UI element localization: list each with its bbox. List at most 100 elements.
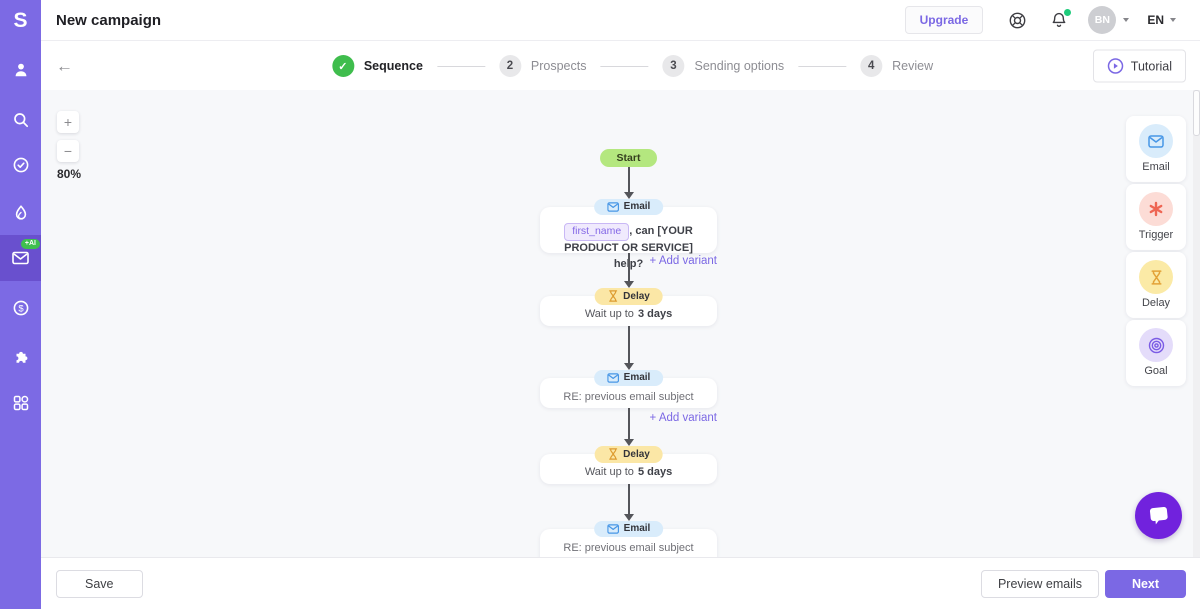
zoom-level: 80% bbox=[57, 167, 82, 181]
email-node-2[interactable]: Email RE: previous email subject bbox=[540, 370, 717, 408]
envelope-icon bbox=[606, 372, 619, 383]
search-icon bbox=[13, 113, 28, 128]
chat-widget-button[interactable] bbox=[1135, 492, 1182, 539]
palette-trigger[interactable]: Trigger bbox=[1126, 184, 1186, 250]
sidebar-item-profile[interactable] bbox=[0, 47, 41, 93]
step-label: Review bbox=[892, 59, 934, 73]
life-buoy-icon bbox=[1009, 12, 1026, 28]
bell-icon bbox=[1052, 12, 1066, 27]
check-circle-icon bbox=[13, 157, 28, 173]
variable-tag[interactable]: first_name bbox=[564, 223, 630, 242]
language-label: EN bbox=[1147, 13, 1164, 27]
chevron-down-icon bbox=[1170, 18, 1176, 22]
connector-arrow bbox=[623, 408, 634, 446]
help-button[interactable] bbox=[1008, 11, 1027, 30]
chat-bubble-icon bbox=[1149, 506, 1168, 524]
next-button[interactable]: Next bbox=[1105, 570, 1186, 598]
hourglass-icon bbox=[608, 448, 617, 460]
zoom-out-button[interactable]: − bbox=[57, 140, 79, 162]
email-node-1[interactable]: Email first_name, can [YOUR PRODUCT OR S… bbox=[540, 199, 717, 270]
email-node-3[interactable]: Email RE: previous email subject bbox=[540, 521, 717, 557]
hourglass-icon bbox=[608, 290, 617, 302]
wizard-steps: ✓ Sequence 2 Prospects 3 Sending options… bbox=[331, 55, 933, 77]
email-campaigns-icon bbox=[12, 251, 29, 265]
palette-trigger-circle bbox=[1139, 192, 1173, 226]
palette-goal-circle bbox=[1139, 328, 1173, 362]
step-label: Prospects bbox=[530, 59, 587, 73]
sidebar-item-campaigns[interactable]: +AI bbox=[0, 235, 41, 281]
envelope-icon bbox=[1148, 134, 1164, 148]
tutorial-button[interactable]: Tutorial bbox=[1092, 49, 1186, 83]
email-subject: RE: previous email subject bbox=[563, 542, 694, 554]
sidebar-item-integrations[interactable] bbox=[0, 333, 41, 379]
target-icon bbox=[1148, 337, 1164, 353]
apps-grid-icon bbox=[13, 395, 28, 411]
canvas-scrollbar-thumb[interactable] bbox=[1193, 90, 1200, 136]
envelope-icon bbox=[606, 523, 619, 534]
sequence-canvas[interactable]: + − 80% Start Email first_name, can [YOU… bbox=[41, 90, 1200, 557]
icon-sidebar: S +AI bbox=[0, 0, 41, 609]
language-selector[interactable]: EN bbox=[1147, 13, 1176, 27]
zoom-in-button[interactable]: + bbox=[57, 111, 79, 133]
sidebar-item-apps[interactable] bbox=[0, 380, 41, 426]
email-node-pill: Email bbox=[593, 521, 664, 537]
start-node[interactable]: Start bbox=[599, 149, 658, 167]
connector-arrow bbox=[623, 167, 634, 199]
chevron-down-icon bbox=[1123, 18, 1130, 22]
upgrade-button[interactable]: Upgrade bbox=[904, 6, 984, 34]
node-pill-label: Delay bbox=[623, 448, 650, 460]
sidebar-item-verify[interactable] bbox=[0, 142, 41, 188]
email-node-pill: Email bbox=[593, 199, 664, 215]
top-bar: New campaign Upgrade bbox=[41, 0, 1200, 41]
delay-prefix: Wait up to bbox=[584, 466, 634, 478]
node-pill-label: Email bbox=[623, 201, 651, 212]
ai-badge: +AI bbox=[20, 239, 40, 249]
palette-email[interactable]: Email bbox=[1126, 116, 1186, 182]
dollar-circle-icon: $ bbox=[13, 300, 28, 316]
zoom-controls: + − bbox=[57, 111, 79, 162]
preview-emails-button[interactable]: Preview emails bbox=[980, 570, 1099, 598]
palette-goal[interactable]: Goal bbox=[1126, 320, 1186, 386]
node-pill-label: Delay bbox=[623, 290, 650, 302]
sidebar-item-billing[interactable]: $ bbox=[0, 285, 41, 331]
account-menu[interactable]: BN bbox=[1088, 6, 1130, 34]
brand-logo[interactable]: S bbox=[13, 8, 28, 32]
envelope-icon bbox=[606, 201, 619, 212]
node-pill-label: Email bbox=[623, 523, 651, 534]
save-button[interactable]: Save bbox=[56, 570, 143, 598]
step-connector bbox=[600, 65, 649, 67]
step-sending-options[interactable]: 3 Sending options bbox=[662, 55, 785, 77]
delay-prefix: Wait up to bbox=[584, 308, 634, 320]
delay-node-pill: Delay bbox=[594, 446, 663, 463]
sidebar-item-search[interactable] bbox=[0, 97, 41, 143]
canvas-scrollbar[interactable] bbox=[1193, 90, 1200, 557]
connector-arrow bbox=[623, 253, 634, 288]
back-button[interactable]: ← bbox=[56, 56, 73, 76]
check-icon: ✓ bbox=[331, 55, 354, 77]
add-variant-button[interactable]: + Add variant bbox=[649, 412, 717, 424]
delay-node-pill: Delay bbox=[594, 288, 663, 305]
svg-text:$: $ bbox=[18, 303, 24, 314]
avatar[interactable]: BN bbox=[1088, 6, 1117, 34]
step-label: Sending options bbox=[694, 59, 785, 73]
step-number: 2 bbox=[498, 55, 521, 77]
delay-duration: 5 days bbox=[637, 466, 673, 478]
wizard-step-bar: ← ✓ Sequence 2 Prospects 3 Sending optio… bbox=[41, 42, 1200, 90]
notifications-button[interactable] bbox=[1050, 7, 1073, 30]
step-prospects[interactable]: 2 Prospects bbox=[498, 55, 587, 77]
asterisk-icon bbox=[1149, 201, 1163, 217]
palette-email-circle bbox=[1139, 124, 1173, 158]
sidebar-item-warmup[interactable] bbox=[0, 190, 41, 236]
palette-label: Delay bbox=[1141, 297, 1171, 309]
tutorial-label: Tutorial bbox=[1130, 59, 1172, 73]
add-variant-button[interactable]: + Add variant bbox=[649, 255, 717, 267]
person-icon bbox=[15, 63, 26, 77]
palette-delay[interactable]: Delay bbox=[1126, 252, 1186, 318]
step-review[interactable]: 4 Review bbox=[860, 55, 933, 77]
footer-bar: Save Preview emails Next bbox=[41, 557, 1200, 609]
step-sequence[interactable]: ✓ Sequence bbox=[331, 55, 423, 77]
sequence-flow: Start Email first_name, can [YOUR PRODUC… bbox=[540, 149, 717, 557]
